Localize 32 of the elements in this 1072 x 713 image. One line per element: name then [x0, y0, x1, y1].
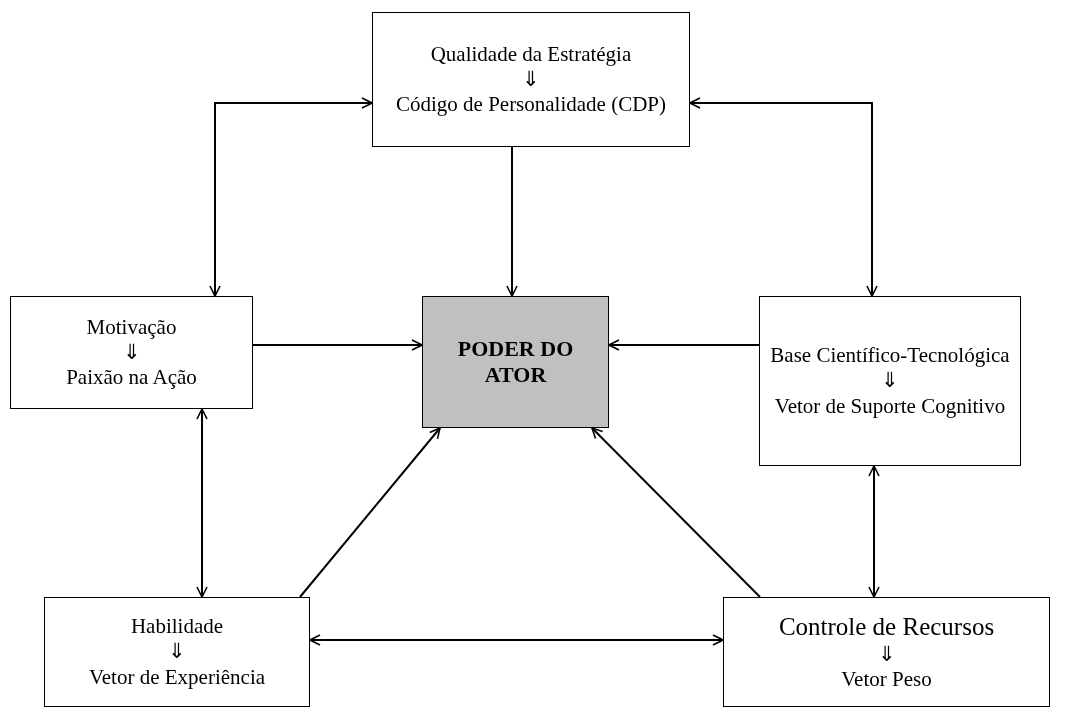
arrow	[299, 427, 441, 598]
concept-box	[10, 296, 253, 409]
down-arrow-symbol: ⇓	[168, 639, 186, 665]
down-arrow-symbol: ⇓	[877, 641, 896, 667]
node-text: Vetor de Experiência	[88, 664, 266, 690]
central-box	[422, 296, 609, 428]
node-text: Vetor de Suporte Cognitivo	[774, 393, 1006, 419]
arrow	[252, 339, 423, 351]
arrow	[196, 408, 208, 598]
node-text: Qualidade da Estratégia	[430, 41, 632, 67]
node-text: Habilidade	[130, 614, 224, 640]
node-text: Código de Personalidade (CDP)	[395, 92, 666, 118]
node-text: PODER DO ATOR	[456, 335, 575, 389]
down-arrow-symbol: ⇓	[122, 339, 141, 366]
arrow	[506, 146, 518, 297]
down-arrow-symbol: ⇓	[522, 66, 540, 93]
node-text: Paixão na Ação	[66, 365, 197, 391]
node-text: Vetor Peso	[841, 667, 932, 693]
node-text: Base Científico-Tecnológica	[770, 343, 1010, 369]
arrow	[689, 97, 878, 297]
node-text: Controle de Recursos	[778, 611, 995, 642]
concept-box	[759, 296, 1021, 466]
concept-box	[723, 597, 1050, 707]
arrow	[309, 634, 724, 646]
node-text: Motivação	[86, 314, 177, 340]
down-arrow-symbol: ⇓	[881, 368, 899, 394]
concept-box	[372, 12, 690, 147]
arrow	[209, 97, 373, 297]
arrow	[608, 339, 760, 351]
arrow	[591, 427, 761, 598]
arrow	[868, 465, 880, 598]
concept-box	[44, 597, 310, 707]
